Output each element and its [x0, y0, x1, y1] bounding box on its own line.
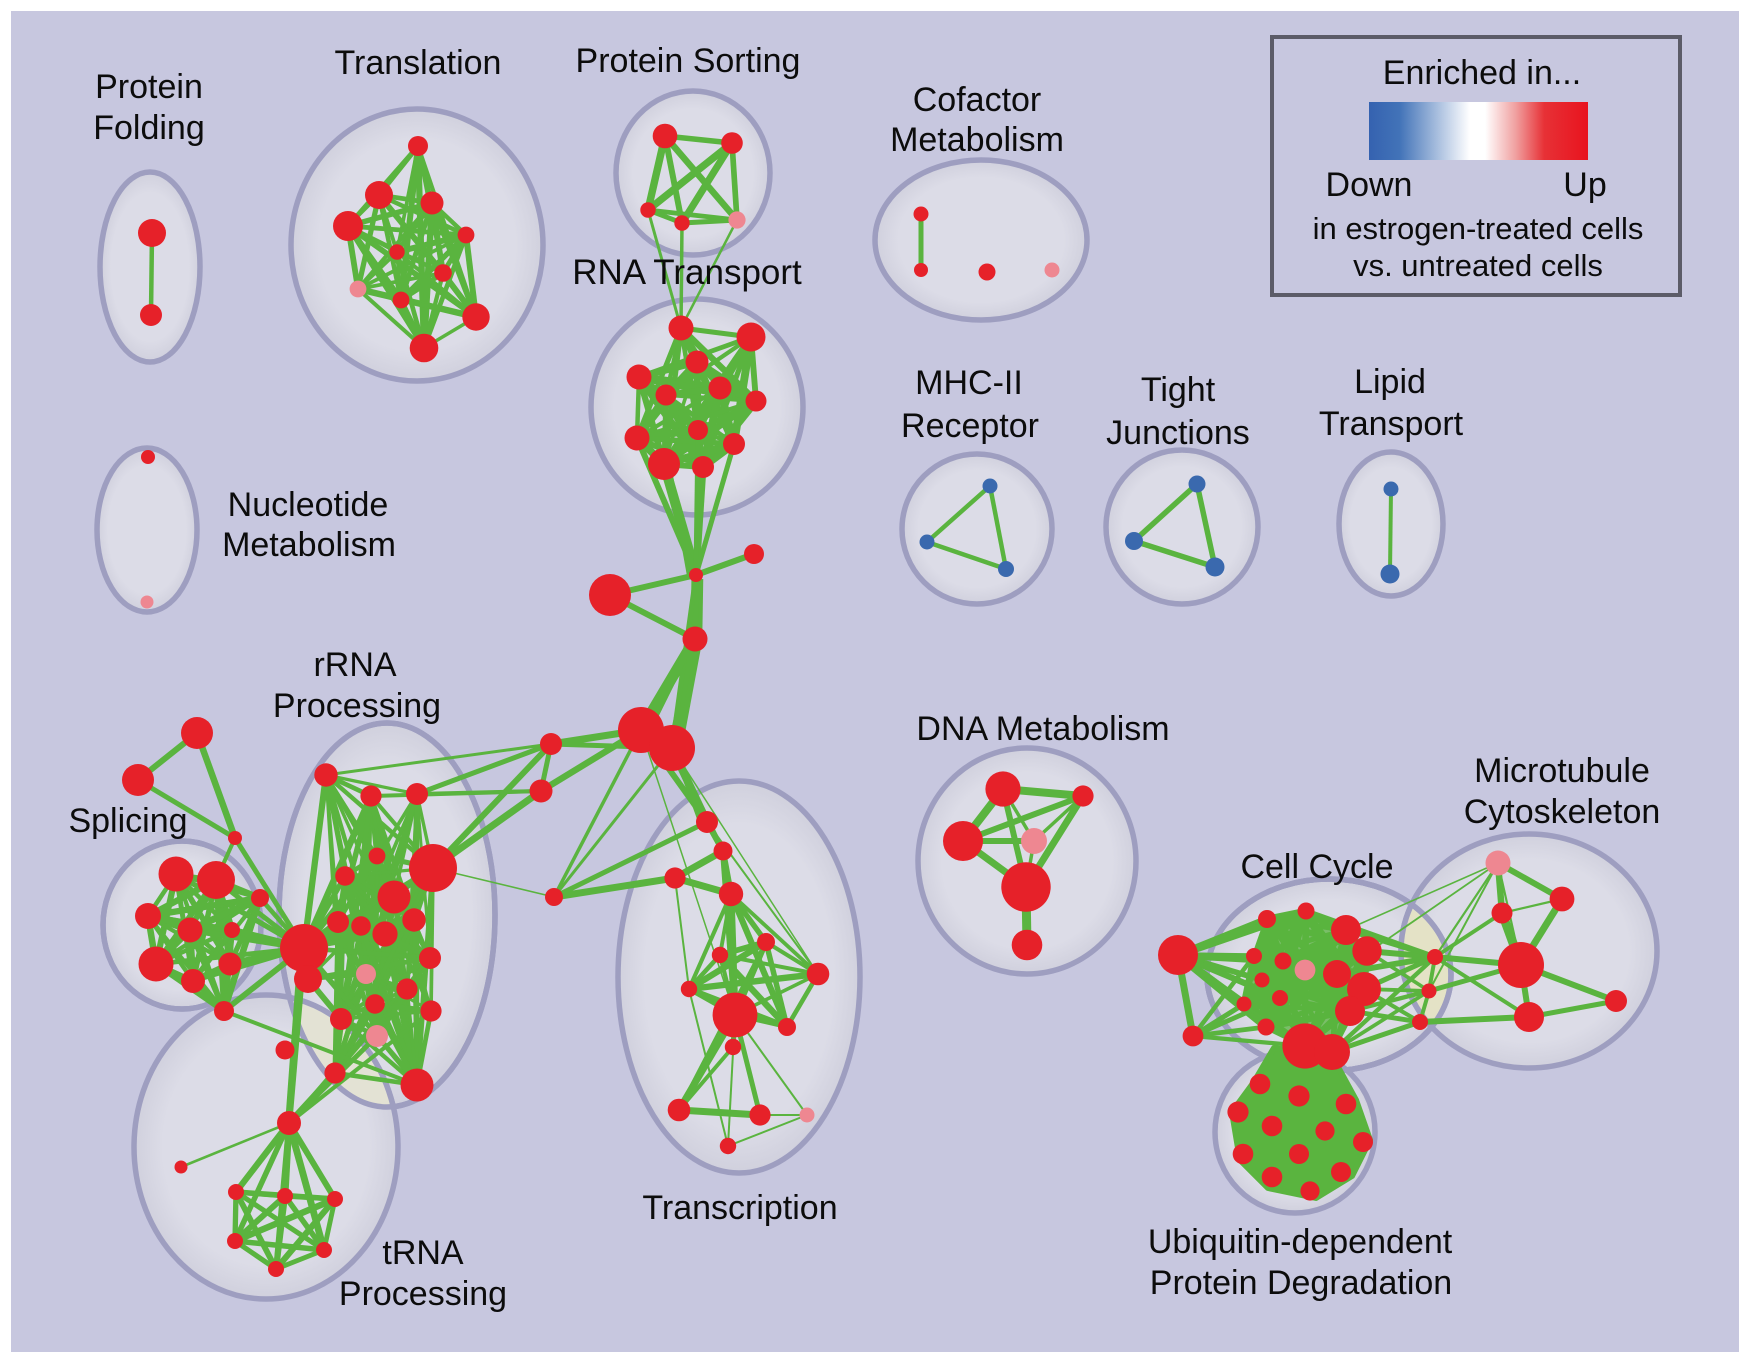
svg-text:Metabolism: Metabolism — [890, 121, 1064, 159]
svg-text:Folding: Folding — [93, 109, 205, 147]
svg-text:Up: Up — [1563, 166, 1606, 204]
svg-text:Transcription: Transcription — [642, 1189, 837, 1227]
svg-text:tRNA: tRNA — [382, 1234, 464, 1272]
svg-text:Enriched in...: Enriched in... — [1383, 54, 1581, 92]
svg-text:Processing: Processing — [273, 687, 441, 725]
svg-text:Ubiquitin-dependent: Ubiquitin-dependent — [1148, 1223, 1453, 1261]
svg-text:Transport: Transport — [1319, 405, 1464, 443]
svg-text:vs. untreated cells: vs. untreated cells — [1353, 248, 1603, 283]
svg-text:Protein Sorting: Protein Sorting — [576, 42, 801, 80]
svg-text:Protein Degradation: Protein Degradation — [1150, 1264, 1452, 1302]
svg-text:DNA Metabolism: DNA Metabolism — [916, 710, 1169, 748]
svg-text:Down: Down — [1326, 166, 1413, 204]
svg-text:Nucleotide: Nucleotide — [228, 486, 389, 524]
svg-text:Processing: Processing — [339, 1275, 507, 1313]
svg-text:Junctions: Junctions — [1106, 414, 1250, 452]
svg-text:in estrogen-treated cells: in estrogen-treated cells — [1313, 211, 1644, 246]
svg-text:Receptor: Receptor — [901, 407, 1039, 445]
svg-text:Translation: Translation — [335, 44, 502, 82]
svg-text:Microtubule: Microtubule — [1474, 752, 1650, 790]
svg-text:Protein: Protein — [95, 68, 203, 106]
svg-text:Cofactor: Cofactor — [913, 81, 1042, 119]
svg-text:Cytoskeleton: Cytoskeleton — [1464, 793, 1661, 831]
svg-text:Metabolism: Metabolism — [222, 526, 396, 564]
svg-text:Splicing: Splicing — [68, 802, 187, 840]
svg-text:RNA Transport: RNA Transport — [572, 253, 802, 292]
svg-text:Cell Cycle: Cell Cycle — [1240, 848, 1393, 886]
svg-text:rRNA: rRNA — [313, 646, 396, 684]
svg-text:Lipid: Lipid — [1354, 363, 1426, 401]
svg-text:MHC-II: MHC-II — [915, 364, 1023, 402]
svg-text:Tight: Tight — [1141, 371, 1216, 409]
